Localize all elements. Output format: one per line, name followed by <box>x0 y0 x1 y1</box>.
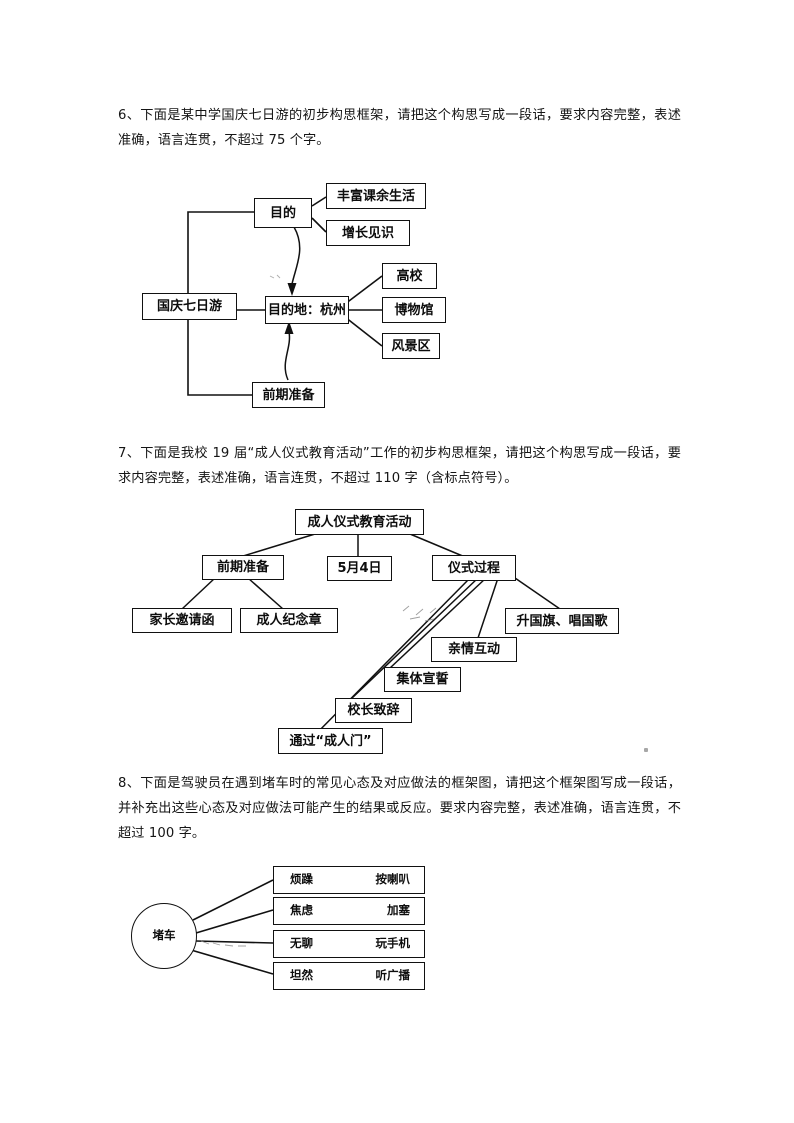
question-7-text: 7、下面是我校 19 届“成人仪式教育活动”工作的初步构思框架，请把这个构思写成… <box>118 446 681 486</box>
node-traffic-jam-center: 堵车 <box>131 903 197 969</box>
node-group-oath: 集体宣誓 <box>384 667 461 692</box>
node-family-interaction: 亲情互动 <box>431 637 517 662</box>
diagram-3-connectors <box>190 879 274 975</box>
node-destination-museum: 博物馆 <box>382 297 446 323</box>
node-purpose-enrich-life: 丰富课余生活 <box>326 183 426 209</box>
action-label-1: 加塞 <box>387 903 410 918</box>
node-destination-hangzhou: 目的地：杭州 <box>265 296 349 324</box>
row-mindset-irritated: 烦躁 按喇叭 <box>273 866 425 894</box>
node-root-trip: 国庆七日游 <box>142 293 237 320</box>
arrowhead-purpose-to-destination <box>287 283 297 296</box>
diagram-adulthood-ceremony: 成人仪式教育活动 前期准备 5月4日 仪式过程 家长邀请函 成人纪念章 升国旗、… <box>120 505 650 755</box>
node-flag-raising-anthem: 升国旗、唱国歌 <box>505 608 619 634</box>
row-mindset-anxious: 焦虑 加塞 <box>273 897 425 925</box>
node-parent-invitation: 家长邀请函 <box>132 608 232 633</box>
row-mindset-bored: 无聊 玩手机 <box>273 930 425 958</box>
node-adulthood-medal: 成人纪念章 <box>240 608 338 633</box>
mindset-label-1: 焦虑 <box>290 903 313 918</box>
node-ceremony-process: 仪式过程 <box>432 555 516 581</box>
mindset-label-3: 坦然 <box>290 968 313 983</box>
node-purpose: 目的 <box>254 198 312 228</box>
question-6-text: 6、下面是某中学国庆七日游的初步构思框架，请把这个构思写成一段话，要求内容完整，… <box>118 108 681 148</box>
action-label-0: 按喇叭 <box>375 872 411 887</box>
mindset-label-2: 无聊 <box>290 936 313 951</box>
action-label-3: 听广播 <box>375 968 411 983</box>
node-destination-university: 高校 <box>382 263 437 289</box>
node-principal-speech: 校长致辞 <box>335 698 412 723</box>
node-purpose-broaden-knowledge: 增长见识 <box>326 220 410 246</box>
action-label-2: 玩手机 <box>375 936 411 951</box>
diagram-1-connectors <box>187 196 383 396</box>
node-ceremony-preparation: 前期准备 <box>202 555 284 580</box>
diagram-2-connectors <box>181 533 561 741</box>
node-ceremony-date: 5月4日 <box>327 556 392 581</box>
node-pass-adult-gate: 通过“成人门” <box>278 728 383 754</box>
node-preparation: 前期准备 <box>252 382 325 408</box>
mindset-label-0: 烦躁 <box>290 872 313 887</box>
arrowhead-prep-to-destination <box>284 321 294 334</box>
diagram-traffic-jam-mindsets: 堵车 烦躁 按喇叭 焦虑 加塞 无聊 玩手机 坦然 听广播 <box>125 862 445 1007</box>
question-8-text: 8、下面是驾驶员在遇到堵车时的常见心态及对应做法的框架图，请把这个框架图写成一段… <box>118 776 681 841</box>
diagram-national-day-trip: 国庆七日游 目的 丰富课余生活 增长见识 目的地：杭州 高校 博物馆 风景区 前… <box>130 180 490 415</box>
node-destination-scenic-area: 风景区 <box>382 333 440 359</box>
page-speck-artifact <box>644 748 648 752</box>
node-ceremony-root: 成人仪式教育活动 <box>295 509 424 535</box>
row-mindset-calm: 坦然 听广播 <box>273 962 425 990</box>
